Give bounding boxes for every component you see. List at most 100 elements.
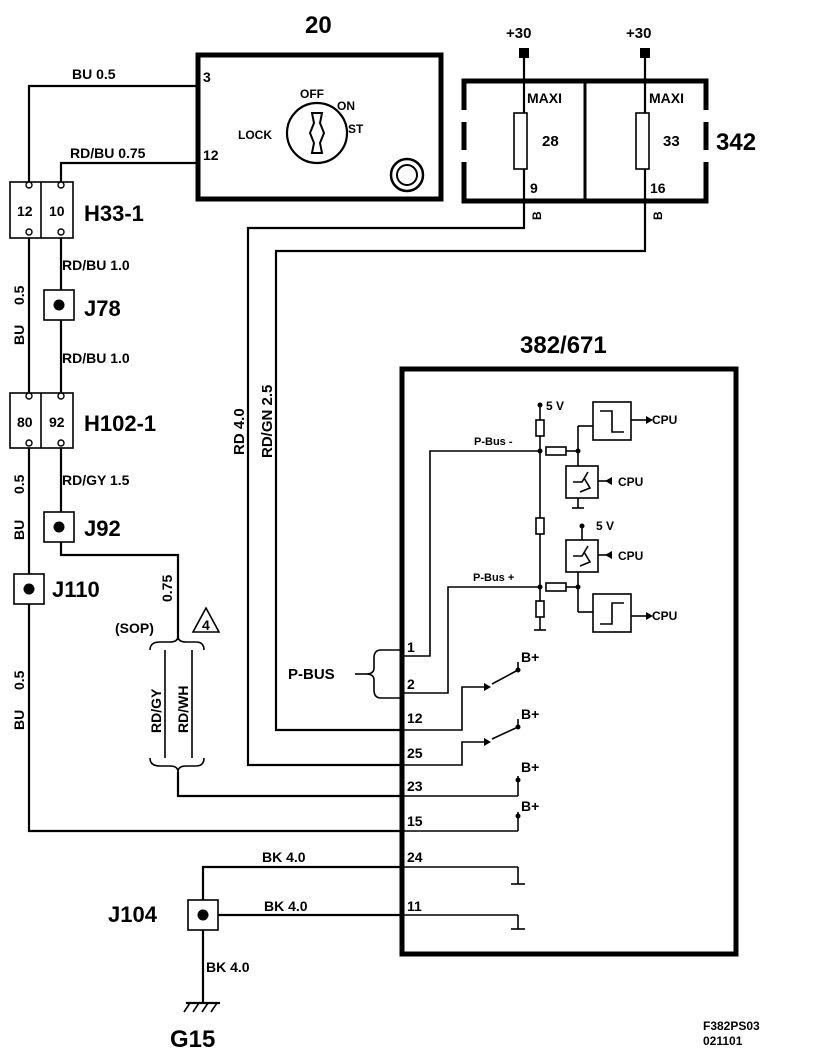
wire-label-bu-upper: BU — [11, 325, 27, 345]
pbus-plus-label: P-Bus + — [473, 572, 514, 584]
diagram-date: 021101 — [703, 1034, 743, 1048]
h102-pin-80: 80 — [17, 414, 33, 430]
position-off: OFF — [300, 87, 324, 101]
bplus-4: B+ — [521, 798, 539, 814]
ignition-pin-3: 3 — [203, 69, 211, 85]
control-unit-box — [399, 366, 739, 957]
pin-25: 25 — [407, 745, 423, 761]
pin-12: 12 — [407, 710, 423, 726]
pin-24: 24 — [407, 849, 423, 865]
wire-label-bk40-b: BK 4.0 — [264, 898, 308, 914]
wiring-ground: BK 4.0 BK 4.0 BK 4.0 — [201, 849, 400, 975]
cpu-label-2: CPU — [618, 475, 643, 489]
h102-pin-92: 92 — [49, 414, 65, 430]
wire-label-rd40: RD 4.0 — [231, 408, 248, 455]
wire-label-rdgy15: RD/GY 1.5 — [62, 472, 130, 488]
splice-j78: J78 — [43, 289, 121, 321]
fuse-b-number: 33 — [663, 133, 680, 150]
wire-label-bu-upper-size: 0.5 — [11, 285, 27, 305]
wire-label-rdbu10-b: RD/BU 1.0 — [62, 350, 130, 366]
fuse-a-supply: +30 — [506, 25, 531, 42]
position-on: ON — [337, 99, 355, 113]
connector-h102-1: 80 92 H102-1 — [9, 392, 156, 449]
fuse-b-supply: +30 — [626, 25, 651, 42]
ignition-pin-12: 12 — [203, 147, 219, 163]
note-triangle-icon — [191, 606, 221, 633]
bplus-3: B+ — [521, 759, 539, 775]
wire-label-rdbu10-a: RD/BU 1.0 — [62, 257, 130, 273]
splice-j110: J110 — [13, 573, 100, 605]
cpu-label-1: CPU — [652, 413, 677, 427]
pin-1: 1 — [407, 639, 415, 655]
control-unit: 382/671 1 2 12 25 23 15 24 11 P-Bus - P-… — [399, 332, 739, 957]
splice-j104: J104 — [108, 899, 219, 931]
connector-h33-1: 12 10 H33-1 — [9, 181, 144, 239]
pin-11: 11 — [407, 898, 422, 914]
ignition-switch: 20 3 12 OFF ON LOCK ST — [195, 12, 444, 202]
fuse-b-element — [635, 112, 650, 170]
pin-2: 2 — [407, 676, 415, 692]
wire-label-bu05-top: BU 0.5 — [72, 66, 116, 82]
fuse-a-terminal — [519, 48, 529, 58]
cpu-label-3: CPU — [618, 549, 643, 563]
bplus-2: B+ — [521, 706, 539, 722]
fuse-a-number: 28 — [542, 133, 559, 150]
lamp-icon-outer — [389, 157, 425, 193]
splice-j78-label: J78 — [84, 296, 121, 321]
h33-pin-12: 12 — [17, 203, 33, 219]
wire-label-rdwh: RD/WH — [175, 686, 191, 733]
control-unit-id: 382/671 — [520, 332, 607, 359]
splice-j92-label: J92 — [84, 516, 121, 541]
ignition-switch-box — [195, 52, 444, 202]
wire-label-075: 0.75 — [159, 575, 175, 602]
wire-label-rdbu075: RD/BU 0.75 — [70, 145, 146, 161]
lamp-icon-inner — [396, 164, 418, 186]
sop-label: (SOP) — [115, 620, 154, 636]
five-v-bottom: 5 V — [596, 519, 614, 533]
wire-label-rdgn25: RD/GN 2.5 — [259, 385, 276, 458]
position-lock: LOCK — [238, 128, 272, 142]
bplus-1: B+ — [521, 649, 539, 665]
wiring-power: RD 4.0 RD/GN 2.5 — [231, 200, 647, 767]
sop-variant: (SOP) RD/GY RD/WH 4 — [115, 606, 400, 798]
connector-h102-1-label: H102-1 — [84, 411, 156, 436]
fuse-a-type: MAXI — [527, 90, 562, 106]
fuse-b-wire-color: B — [651, 211, 665, 220]
fuse-b-type: MAXI — [649, 90, 684, 106]
fuse-a-pin: 9 — [530, 180, 538, 196]
fuse-box-id: 342 — [716, 129, 756, 156]
cpu-label-4: CPU — [652, 609, 677, 623]
wiring-left: BU 0.5 RD/BU 0.75 BU 0.5 RD/BU 1.0 RD/BU… — [11, 66, 400, 833]
wire-label-bu-lower: BU — [11, 710, 27, 730]
wire-label-bk40-c: BK 4.0 — [206, 959, 250, 975]
wire-label-bk40-a: BK 4.0 — [262, 849, 306, 865]
position-st: ST — [348, 122, 364, 136]
ground-g15-label: G15 — [170, 1026, 215, 1052]
fuse-b-pin: 16 — [650, 180, 666, 196]
pbus-label: P-BUS — [288, 666, 335, 683]
fuse-a-wire-color: B — [530, 211, 544, 220]
h33-pin-10: 10 — [49, 203, 65, 219]
pin-23: 23 — [407, 778, 423, 794]
pin-15: 15 — [407, 813, 423, 829]
splice-j104-label: J104 — [108, 902, 158, 927]
key-slot-icon — [308, 112, 326, 154]
wire-label-rdgy: RD/GY — [148, 688, 164, 733]
pbus-bracket: P-BUS — [288, 649, 400, 699]
connector-h33-1-label: H33-1 — [84, 201, 144, 226]
ignition-switch-id: 20 — [305, 12, 332, 39]
five-v-top: 5 V — [546, 399, 564, 413]
wire-label-bu-middle: BU — [11, 520, 27, 540]
footer: F382PS03 021101 — [703, 1019, 760, 1048]
note-number: 4 — [202, 617, 210, 633]
fuse-box: +30 +30 MAXI MAXI 28 33 9 16 342 B B — [460, 25, 756, 220]
splice-j92: J92 — [43, 511, 121, 543]
pbus-minus-label: P-Bus - — [474, 436, 513, 448]
diagram-code: F382PS03 — [703, 1019, 760, 1033]
splice-j110-label: J110 — [52, 577, 100, 602]
ground-g15: G15 — [170, 930, 220, 1052]
fuse-a-element — [513, 112, 528, 170]
fuse-b-terminal — [640, 48, 650, 58]
wire-label-bu-middle-size: 0.5 — [11, 474, 27, 494]
